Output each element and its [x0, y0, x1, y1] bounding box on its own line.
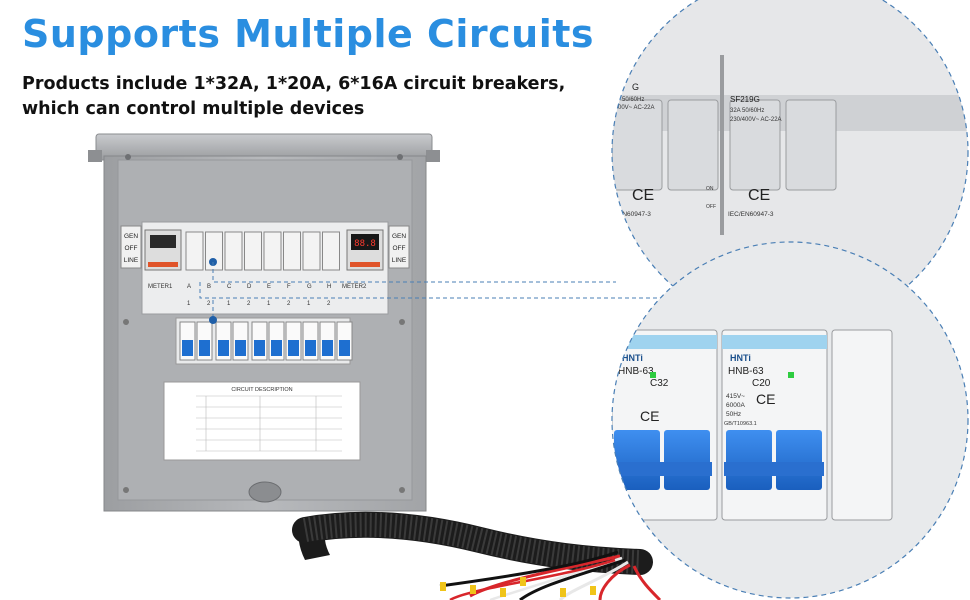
circuit-letter: A — [187, 284, 191, 290]
zoom-bottom-brand-left: HNTi — [622, 353, 643, 363]
breaker-handle — [288, 340, 299, 356]
zoom-bottom-border — [611, 241, 969, 599]
circuit-number: 1 — [227, 301, 231, 307]
circuit-letter: B — [207, 284, 211, 290]
zoom-top-ce-left: CE — [632, 187, 654, 204]
zoom-top-left-rating2: 00V~ AC-22A — [618, 105, 655, 111]
switch-label-off: OFF — [125, 245, 138, 252]
circuit-directory: CIRCUIT DESCRIPTION — [163, 381, 361, 461]
svg-text:88.8: 88.8 — [354, 239, 376, 249]
zoom-bottom-brand-right: HNTi — [730, 353, 751, 363]
circuit-number: 2 — [207, 301, 211, 307]
circuit-number: 1 — [307, 301, 311, 307]
circuit-number: 1 — [267, 301, 271, 307]
circuit-number: 2 — [327, 301, 331, 307]
transfer-switch — [224, 231, 243, 271]
transfer-switch — [283, 231, 301, 271]
circuit-number: 1 — [187, 301, 191, 307]
breaker-handle — [322, 340, 333, 356]
transfer-switch — [302, 231, 321, 271]
zoom-top-off: OFF — [706, 204, 716, 210]
circuit-letter: G — [307, 284, 312, 290]
zoom-top-left-fragment: G — [632, 82, 639, 92]
circuit-letter: H — [327, 284, 331, 290]
zoom-top-ce-right: CE — [748, 187, 770, 204]
zoom-bottom-curve-left: C32 — [650, 378, 669, 389]
zoom-detail-breakers: HNTi HNB-63 C32 HNTi HNB-63 C20 415V~ 60… — [612, 242, 968, 598]
breaker-handle — [271, 340, 282, 356]
switch-label-gen-right: GEN — [392, 233, 406, 240]
zoom-bottom-model-right: HNB-63 — [728, 366, 764, 377]
breaker-row — [175, 317, 353, 365]
zoom-bottom-capacity: 6000A — [726, 402, 745, 409]
circuit-letter: F — [287, 284, 291, 290]
circuit-letter: D — [247, 284, 252, 290]
headline: Supports Multiple Circuits — [22, 12, 595, 56]
transfer-switch-labels: GEN OFF LINE GEN OFF LINE — [120, 225, 410, 269]
zoom-top-model: SF219G — [730, 95, 760, 104]
circuit-letter: E — [267, 284, 271, 290]
zoom-bottom-voltage: 415V~ — [726, 393, 745, 400]
transfer-switch — [322, 231, 340, 271]
zoom-top-standard-left: EN60947-3 — [618, 211, 651, 218]
circuit-number: 2 — [287, 301, 291, 307]
zoom-top-standard-right: IEC/EN60947-3 — [728, 211, 774, 218]
zoom-bottom-standard: GB/T10963.1 — [724, 421, 757, 427]
circuit-directory-title: CIRCUIT DESCRIPTION — [231, 387, 292, 393]
zoom-bottom-curve-right: C20 — [752, 378, 771, 389]
subtitle: Products include 1*32A, 1*20A, 6*16A cir… — [22, 74, 566, 119]
breaker-handle — [305, 340, 316, 356]
breaker-handle — [218, 340, 229, 356]
meter-switch-row: 88.8 — [144, 229, 384, 271]
transfer-switch — [185, 231, 204, 271]
breaker-handle — [339, 340, 350, 356]
zoom-top-on: ON — [706, 186, 714, 192]
zoom-top-left-rating: 50/60Hz — [622, 97, 644, 103]
meter1-label: METER1 — [148, 284, 173, 290]
zoom-bottom-freq: 50Hz — [726, 411, 741, 418]
wire-bundle — [439, 550, 662, 600]
switch-label-line-right: LINE — [392, 257, 407, 264]
transfer-switch — [263, 231, 282, 271]
switch-label-line: LINE — [124, 257, 139, 264]
breaker-handle — [182, 340, 193, 356]
zoom-detail-switches: G 50/60Hz 00V~ AC-22A SF219G 32A 50/60Hz… — [612, 0, 968, 330]
meter2-label: METER2 — [342, 284, 367, 290]
switch-label-gen: GEN — [124, 233, 138, 240]
switch-label-off-right: OFF — [393, 245, 406, 252]
zoom-top-rating2: 230/400V~ AC-22A — [730, 117, 782, 123]
zoom-bottom-model-left: HNB-63 — [618, 366, 654, 377]
zoom-bottom-ce-right: CE — [756, 391, 775, 407]
circuit-label-strip: METER1 METER2 A B C D E F G H 1 2 1 2 1 2 1 2 — [148, 284, 367, 307]
circuit-number: 2 — [247, 301, 251, 307]
circuit-letter: C — [227, 284, 232, 290]
breaker-handle — [235, 340, 246, 356]
zoom-bottom-ce-left: CE — [640, 408, 659, 424]
breaker-handle — [199, 340, 210, 356]
transfer-switch — [244, 231, 262, 271]
breaker-handle — [254, 340, 265, 356]
zoom-top-rating1: 32A 50/60Hz — [730, 108, 764, 114]
